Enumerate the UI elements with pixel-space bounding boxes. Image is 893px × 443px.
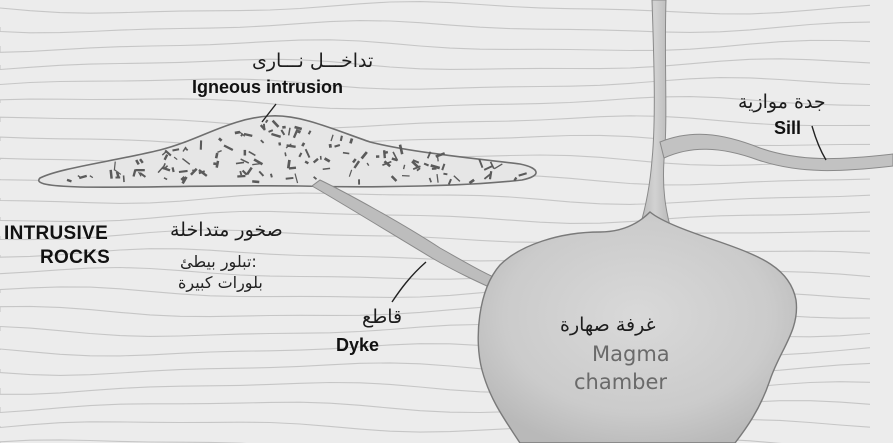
dyke-label-en: Dyke bbox=[336, 336, 379, 354]
intrusive-rocks-label-en-line1: INTRUSIVE bbox=[4, 224, 108, 243]
crystal-speckle bbox=[329, 144, 332, 148]
intrusive-rocks-label-en-line2: ROCKS bbox=[40, 248, 110, 267]
crystal-speckle bbox=[115, 176, 120, 178]
rock-strata-line bbox=[0, 211, 870, 223]
crystal-speckle bbox=[358, 179, 360, 184]
dyke-leader-line bbox=[392, 262, 426, 302]
rock-strata-line bbox=[0, 230, 870, 243]
rock-strata-line bbox=[0, 2, 870, 14]
crystal-note-line1: تبلور بيطئ: bbox=[180, 254, 257, 270]
crystal-speckle bbox=[376, 155, 379, 158]
crystal-speckle bbox=[244, 150, 247, 156]
rock-strata-line bbox=[0, 193, 870, 204]
rock-strata-line bbox=[0, 116, 870, 128]
rock-strata-line bbox=[0, 21, 870, 33]
rock-strata-line bbox=[0, 59, 870, 70]
igneous-intrusion-label-en: Igneous intrusion bbox=[192, 78, 343, 96]
crystal-speckle bbox=[320, 156, 322, 160]
sill-leader-line bbox=[812, 126, 826, 160]
rock-strata-line bbox=[0, 40, 870, 53]
crystal-speckle bbox=[135, 169, 145, 171]
sill-label-en: Sill bbox=[774, 119, 801, 137]
igneous-intrusion-body bbox=[39, 116, 536, 187]
magma-chamber-label-en-line2: chamber bbox=[574, 372, 667, 393]
crystal-speckle bbox=[278, 142, 281, 145]
magma-chamber-label-ar: غرفة صهارة bbox=[560, 316, 656, 335]
crystal-speckle bbox=[282, 126, 286, 129]
crystal-speckle bbox=[200, 140, 202, 149]
magma-chamber-label-en-line1: Magma bbox=[592, 344, 670, 365]
crystal-speckle bbox=[213, 162, 216, 165]
crystal-note-line2: بلورات كبيرة bbox=[178, 275, 263, 291]
sill-label-ar: جدة موازية bbox=[738, 93, 826, 112]
dyke-label-ar: قاطع bbox=[362, 308, 402, 327]
igneous-intrusion-label-ar: تداخـــل نـــارى bbox=[252, 52, 373, 71]
vertical-feeder-pipe bbox=[640, 0, 670, 226]
rock-strata-line bbox=[0, 78, 870, 90]
dyke-conduit bbox=[312, 180, 505, 292]
rock-strata-line bbox=[0, 439, 870, 443]
intrusive-rocks-label-ar: صخور متداخلة bbox=[170, 221, 283, 240]
